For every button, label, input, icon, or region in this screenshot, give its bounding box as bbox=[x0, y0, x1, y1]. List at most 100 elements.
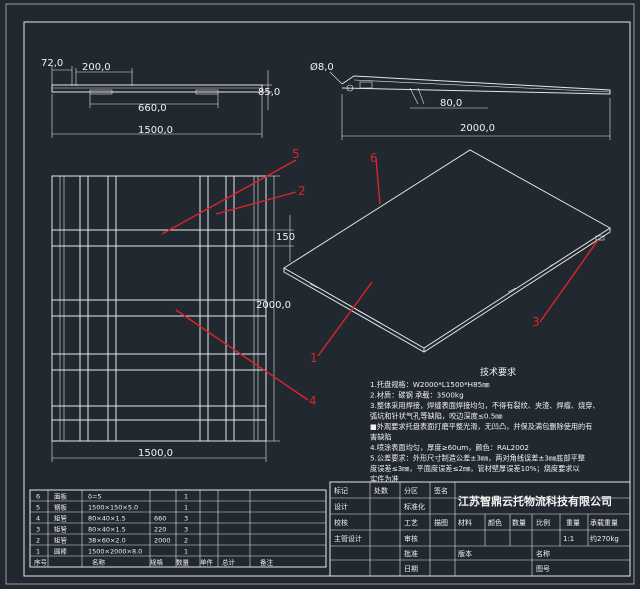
notes-lines: 1.托盘规格：W2000*L1500*H85㎜ 2.材质：碳钢 承载：3500kg… bbox=[370, 380, 600, 484]
bom-cell: 2 bbox=[36, 537, 40, 545]
bom-cell: 矩管 bbox=[54, 514, 68, 523]
plan-view bbox=[51, 175, 294, 462]
bom-cell: 2000 bbox=[154, 537, 171, 545]
bom-cell: 80×40×1.5 bbox=[88, 526, 126, 534]
notes-line: 实件为准 bbox=[370, 475, 399, 484]
callout-4: 4 bbox=[309, 394, 317, 408]
bom-cell: 1 bbox=[184, 504, 188, 512]
company-name: 江苏智鼎云托物流科技有限公司 bbox=[458, 494, 612, 508]
callout-leaders bbox=[161, 157, 599, 401]
title-block-label: 工艺 bbox=[404, 519, 418, 527]
notes-line: ■外观要求托盘表面打磨平整光滑，无凹凸，并保及满包删除使用的有 bbox=[370, 422, 592, 431]
bom-header-cell: 序号 bbox=[34, 558, 48, 567]
notes-title: 技术要求 bbox=[480, 366, 516, 378]
load-label: 承载重量 bbox=[590, 518, 618, 527]
notes-line: 弧坑和针状气孔等缺陷，咬边深度≤0.5㎜ bbox=[370, 412, 502, 421]
bom-cell: 2 bbox=[184, 537, 188, 545]
bom-header-cell: 数量 bbox=[176, 558, 190, 567]
inner-border bbox=[23, 21, 631, 577]
bom-cell: 3 bbox=[36, 526, 40, 534]
bom-cell: 80×40×1.5 bbox=[88, 515, 126, 523]
bom-cell: 4 bbox=[36, 515, 40, 523]
title-block-label: 签名 bbox=[434, 486, 448, 495]
bom-cell: 1 bbox=[184, 493, 188, 501]
callout-6: 6 bbox=[370, 151, 378, 165]
dim-1500-top: 1500,0 bbox=[138, 125, 173, 136]
bom-header-cell: 规格 bbox=[150, 558, 164, 567]
callout-1: 1 bbox=[310, 351, 318, 365]
bom-cell: 220 bbox=[154, 526, 166, 534]
bom-cell: 1500×2000×8.0 bbox=[88, 548, 142, 556]
bom-cell: 矩管 bbox=[54, 525, 68, 534]
bom-cell: 1 bbox=[184, 548, 188, 556]
bom-cell: 1500×150×5.0 bbox=[88, 504, 138, 512]
title-block-label: 图号 bbox=[536, 565, 550, 573]
weight-value: 约270kg bbox=[590, 534, 619, 543]
dim-2000-side: 2000,0 bbox=[460, 123, 495, 134]
title-block-label: 校核 bbox=[334, 518, 348, 527]
dim-85: 85,0 bbox=[258, 87, 280, 98]
title-block-label: 批准 bbox=[404, 549, 418, 558]
callout-2: 2 bbox=[298, 184, 306, 198]
dim-150: 150 bbox=[276, 232, 295, 243]
bom-cell: 3 bbox=[184, 526, 188, 534]
notes-line: 5.公差要求：外形尺寸制造公差±3㎜，两对角线误差±3㎜底部平整 bbox=[370, 454, 585, 463]
bom-cell: 660 bbox=[154, 515, 166, 523]
title-block-label: 处数 bbox=[374, 486, 388, 495]
title-block-label: 主管设计 bbox=[334, 534, 362, 543]
dim-660: 660,0 bbox=[138, 103, 167, 114]
title-block-label: 数量 bbox=[512, 518, 526, 527]
title-block-label: 重量 bbox=[566, 519, 580, 527]
bom-cell: 钢板 bbox=[54, 503, 68, 512]
bom-cell: 圆棒 bbox=[54, 547, 68, 556]
bom-header-cell: 单件 bbox=[200, 558, 214, 567]
title-block-label: 比例 bbox=[536, 518, 550, 527]
bom-cell: 矩管 bbox=[54, 536, 68, 545]
bom-cell: 3 bbox=[184, 515, 188, 523]
title-block-label: 审核 bbox=[404, 534, 418, 543]
dim-80: 80,0 bbox=[440, 98, 462, 109]
title-block-label: 标准化 bbox=[404, 502, 425, 511]
notes-line: 害缺陷 bbox=[370, 433, 392, 442]
dim-1500-plan: 1500,0 bbox=[138, 448, 173, 459]
outer-border bbox=[5, 3, 635, 585]
title-block-label: 设计 bbox=[334, 502, 348, 511]
title-block-label: 标记 bbox=[334, 486, 348, 495]
notes-line: 4.喷涂表面均匀，厚度≥60um，颜色：RAL2002 bbox=[370, 443, 529, 452]
bom-table: 6 面板 δ=5 1 5 钢板 1500×150×5.0 1 4 矩管 80×40×1.5 660 3 3… bbox=[29, 489, 327, 568]
title-block-label: 描图 bbox=[434, 518, 448, 527]
callout-3: 3 bbox=[532, 315, 540, 329]
notes-line: 度误差≤3㎜，平面度误差≤2㎜，管材壁厚误差10%；烧度要求以 bbox=[370, 464, 580, 473]
dim-2000-plan: 2000,0 bbox=[256, 300, 291, 311]
bom-cell: 5 bbox=[36, 504, 40, 512]
bom-cell: 面板 bbox=[54, 492, 68, 501]
bom-header-cell: 备注 bbox=[260, 558, 274, 567]
title-block-label: 版本 bbox=[458, 549, 472, 558]
bom-cell: 1 bbox=[36, 548, 40, 556]
title-block-label: 日期 bbox=[404, 565, 418, 573]
title-block-label: 名称 bbox=[536, 549, 550, 558]
notes-line: 3.整体采用焊接，焊缝表面焊接均匀，不得有裂纹、夹渣、焊瘤、烧穿、 bbox=[370, 401, 600, 410]
dim-72: 72,0 bbox=[41, 58, 63, 69]
bom-header-cell: 总计 bbox=[222, 558, 236, 567]
title-block bbox=[329, 481, 631, 577]
title-block-label: 颜色 bbox=[488, 518, 502, 527]
notes-line: 1.托盘规格：W2000*L1500*H85㎜ bbox=[370, 380, 489, 389]
bom-cell: 6 bbox=[36, 493, 40, 501]
front-elevation-view bbox=[51, 66, 272, 138]
bom-cell: δ=5 bbox=[88, 493, 102, 501]
bom-cell: 38×60×2.0 bbox=[88, 537, 126, 545]
dim-diameter-8: Ø8,0 bbox=[310, 61, 334, 73]
callout-5: 5 bbox=[292, 147, 300, 161]
side-elevation-view bbox=[329, 71, 611, 140]
title-block-label: 分区 bbox=[404, 486, 418, 495]
title-block-label: 材料 bbox=[458, 518, 472, 527]
isometric-view bbox=[283, 149, 611, 353]
bom-header-cell: 名称 bbox=[92, 558, 106, 567]
scale-value: 1:1 bbox=[563, 535, 574, 543]
notes-line: 2.材质：碳钢 承载：3500kg bbox=[370, 391, 464, 400]
dim-200: 200,0 bbox=[82, 62, 111, 73]
